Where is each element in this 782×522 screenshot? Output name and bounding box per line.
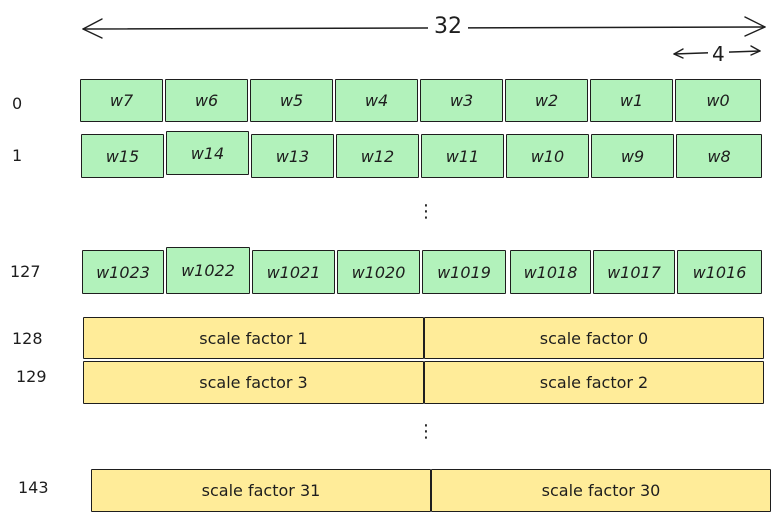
row-label-143: 143 [18, 478, 49, 497]
weight-cell: w7 [80, 79, 163, 122]
row-ellipsis: ⋮ [417, 201, 435, 222]
weight-cell: w6 [165, 79, 248, 122]
scale-factor-cell: scale factor 0 [424, 317, 764, 359]
row-label-0: 0 [12, 94, 23, 113]
scale-factor-cell: scale factor 30 [431, 469, 771, 512]
weight-cell: w1 [590, 79, 673, 122]
weight-cell: w9 [591, 134, 674, 178]
weight-cell: w2 [505, 79, 588, 122]
weight-cell: w8 [676, 134, 762, 178]
weight-cell: w1019 [422, 250, 506, 294]
total-width-label: 32 [428, 15, 468, 39]
weight-cell: w1022 [166, 247, 250, 294]
weight-cell: w1016 [677, 250, 762, 294]
weight-cell: w10 [506, 134, 589, 178]
row-ellipsis: ⋮ [417, 421, 435, 442]
weight-cell: w1021 [252, 250, 335, 294]
cell-width-arrow-head-left [673, 48, 684, 59]
weight-cell: w0 [675, 79, 761, 122]
weight-cell: w13 [251, 134, 334, 178]
weight-cell: w12 [336, 134, 419, 178]
row-label-1: 1 [12, 146, 23, 165]
weight-cell: w14 [166, 131, 249, 175]
weight-cell: w1020 [337, 250, 420, 294]
weight-cell: w1023 [82, 250, 164, 294]
weight-cell: w1018 [510, 250, 591, 294]
total-width-arrow-line [82, 26, 766, 30]
cell-width-label: 4 [708, 42, 729, 66]
weight-cell: w1017 [593, 250, 675, 294]
weight-cell: w11 [421, 134, 504, 178]
total-width-arrow-head-right [744, 16, 766, 37]
total-width-arrow-head-left [82, 18, 103, 39]
scale-factor-cell: scale factor 1 [83, 317, 424, 359]
row-label-127: 127 [10, 262, 41, 281]
row-label-129: 129 [16, 367, 47, 386]
scale-factor-cell: scale factor 31 [91, 469, 431, 512]
cell-width-arrow-head-right [750, 45, 761, 56]
weight-cell: w15 [81, 134, 164, 178]
scale-factor-cell: scale factor 3 [83, 361, 424, 404]
weight-cell: w5 [250, 79, 333, 122]
scale-factor-cell: scale factor 2 [424, 361, 764, 404]
weight-cell: w4 [335, 79, 418, 122]
row-label-128: 128 [12, 329, 43, 348]
weight-cell: w3 [420, 79, 503, 122]
